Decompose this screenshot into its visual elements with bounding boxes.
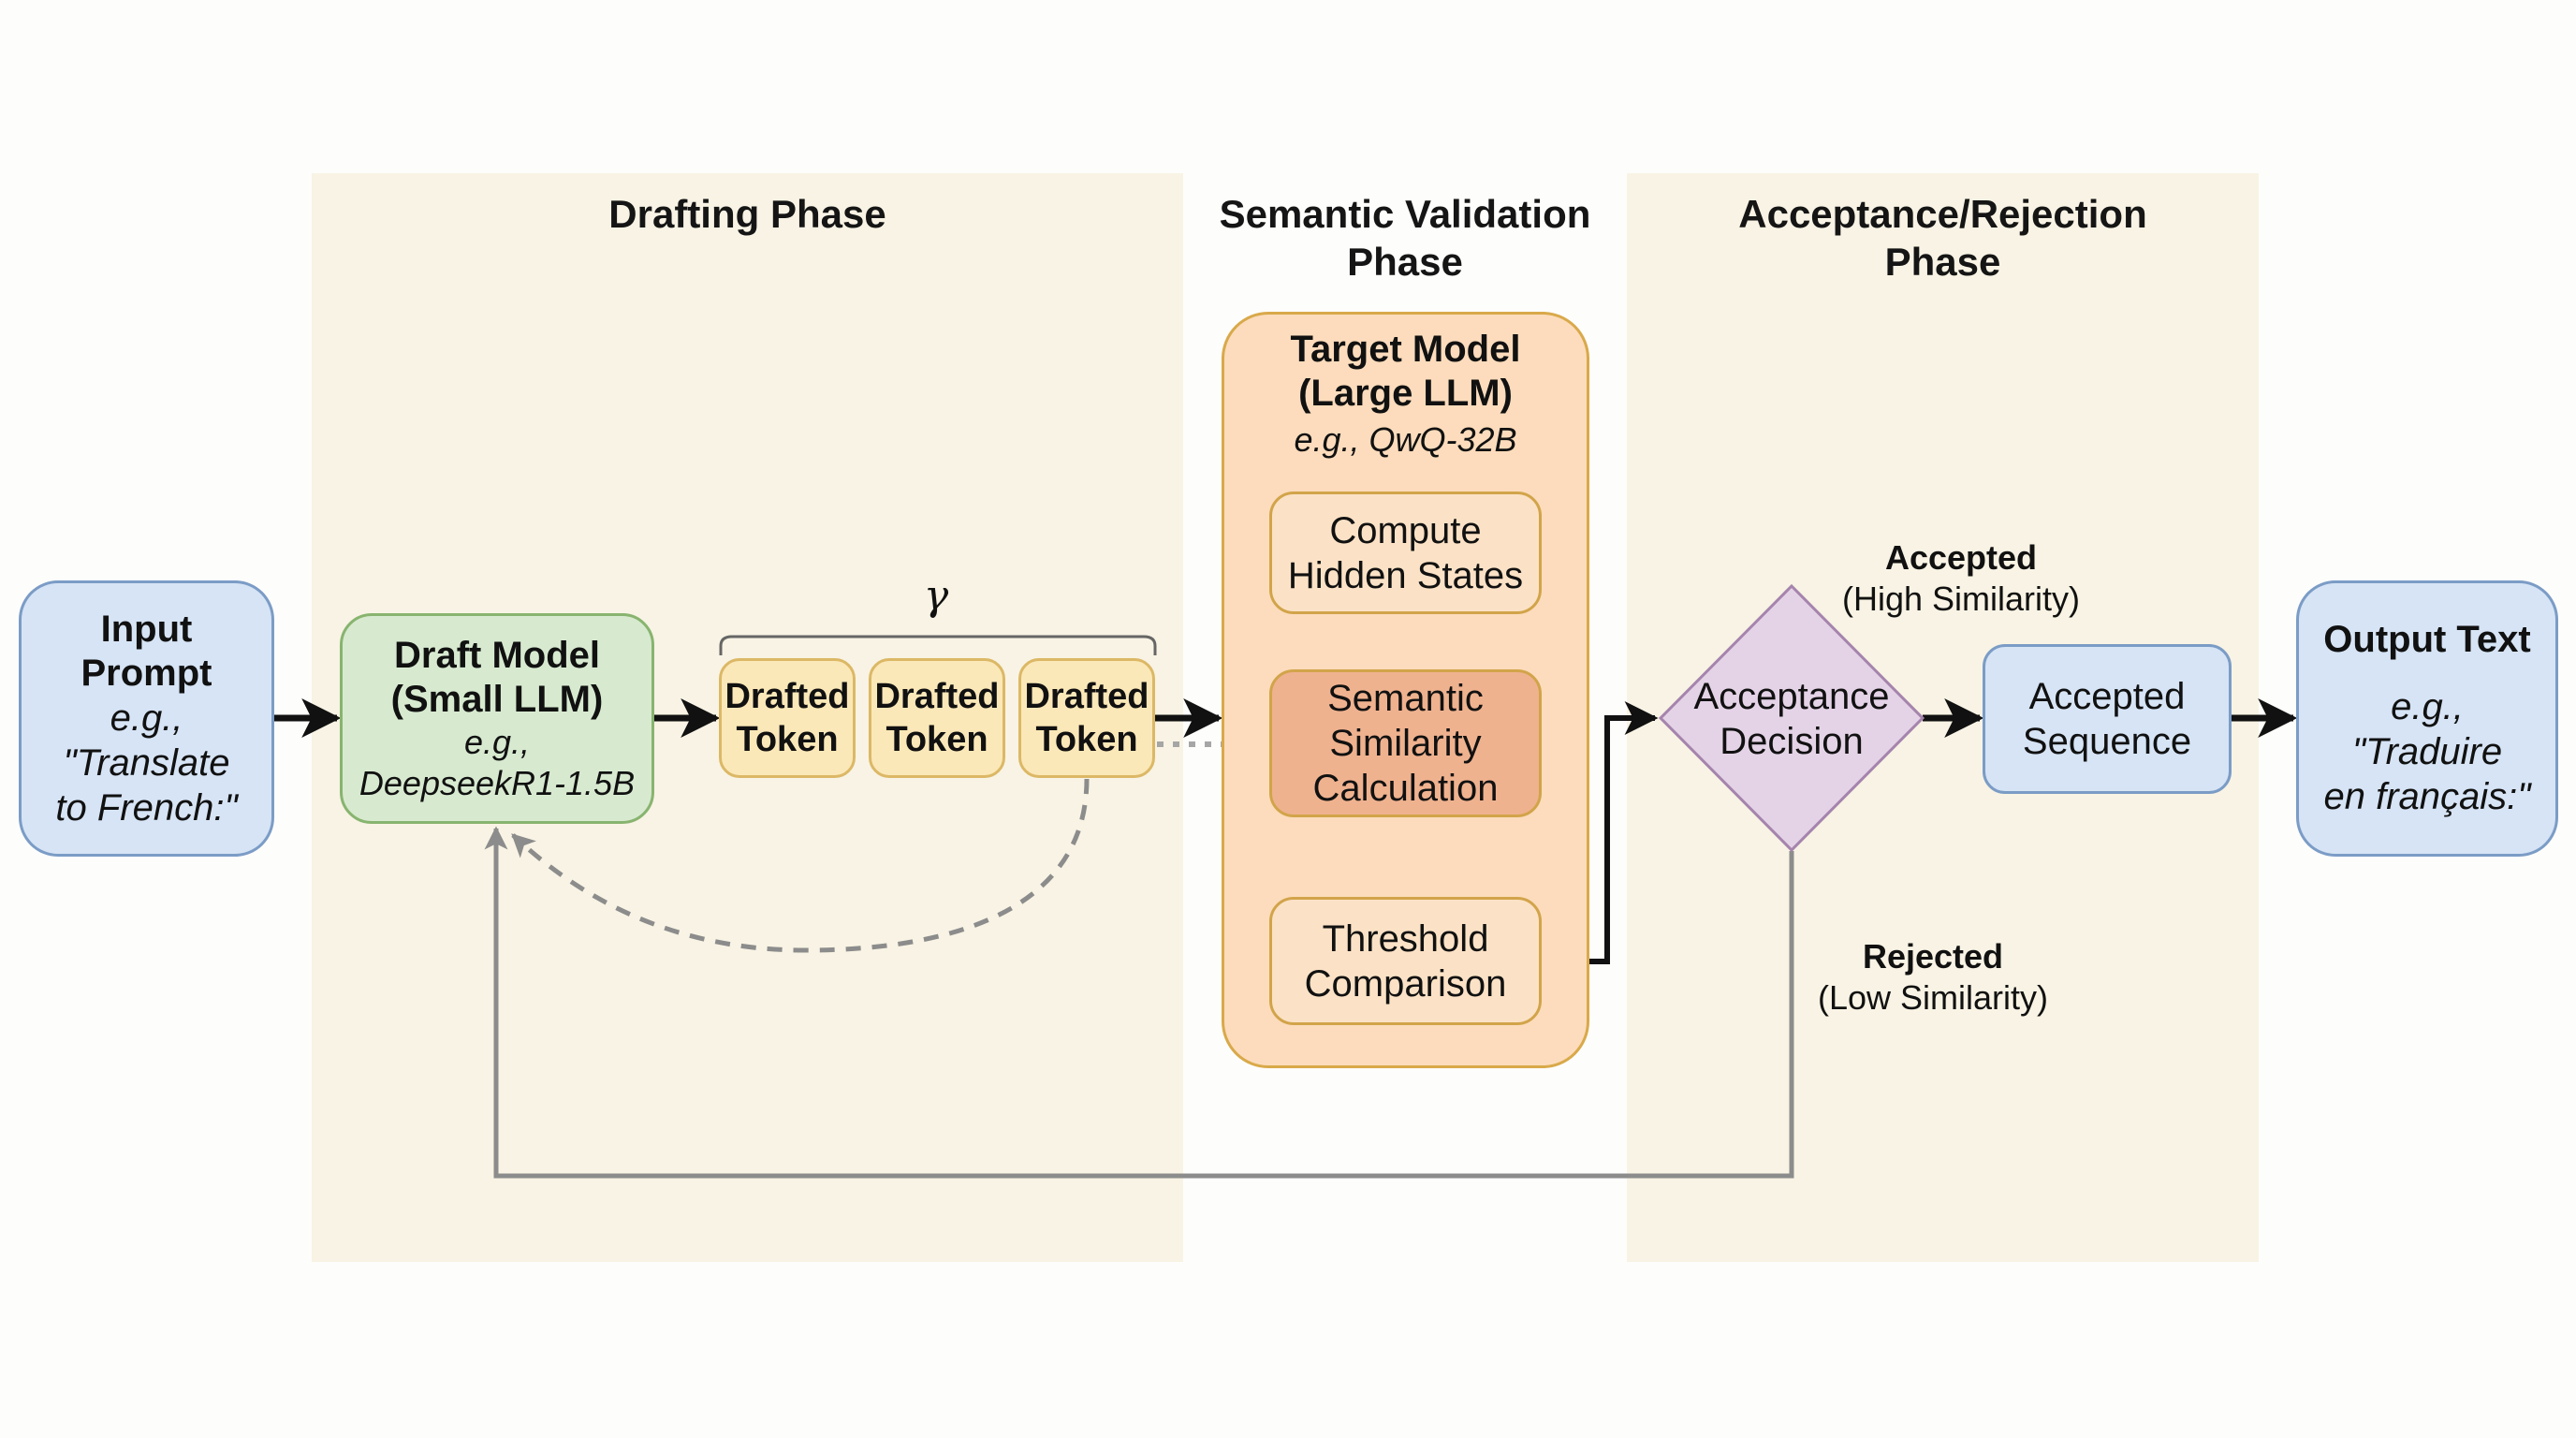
drafted-token-1: Drafted Token [719, 658, 856, 778]
gamma-brace [719, 635, 1157, 655]
draft-example-model: DeepseekR1-1.5B [359, 763, 636, 802]
rejected-branch-label: Rejected (Low Similarity) [1778, 936, 2087, 1019]
rejected-label-title: Rejected [1862, 937, 2004, 976]
acceptance-title-line2: Phase [1884, 240, 2001, 284]
token-1-line2: Token [736, 720, 839, 759]
threshold-line2: Comparison [1304, 962, 1507, 1005]
target-title-line2: (Large LLM) [1298, 373, 1513, 414]
decision-label: Acceptance Decision [1661, 674, 1923, 764]
acceptance-title-line1: Acceptance/Rejection [1738, 192, 2147, 236]
input-example-prefix: e.g., [110, 697, 183, 739]
input-title-line2: Prompt [80, 652, 212, 694]
token-2-line1: Drafted [874, 677, 1000, 716]
rejection-feedback-loop [484, 826, 1794, 1179]
accepted-sequence-box: Accepted Sequence [1983, 644, 2232, 794]
output-title: Output Text [2323, 619, 2531, 660]
acceptance-decision-diamond [1658, 583, 1925, 853]
similarity-line3: Calculation [1312, 768, 1499, 809]
compute-line2: Hidden States [1287, 554, 1524, 596]
draft-example-prefix: e.g., [463, 722, 531, 761]
compute-hidden-states-box: Compute Hidden States [1269, 492, 1542, 614]
output-example-prefix: e.g., [2391, 686, 2464, 727]
target-title-line1: Target Model [1290, 329, 1521, 370]
acceptance-phase-title: Acceptance/Rejection Phase [1627, 190, 2259, 286]
draft-model-box: Draft Model (Small LLM) e.g., DeepseekR1… [340, 613, 654, 824]
dashed-feedback-curve [511, 778, 1090, 953]
accepted-branch-label: Accepted (High Similarity) [1807, 537, 2115, 620]
token-1-line1: Drafted [724, 677, 850, 716]
accepted-seq-line2: Sequence [2022, 721, 2192, 762]
target-model-header: Target Model (Large LLM) e.g., QwQ-32B [1222, 328, 1589, 461]
output-text-box: Output Text e.g., "Traduire en français:… [2296, 580, 2558, 857]
input-prompt-box: Input Prompt e.g., "Translate to French:… [19, 580, 274, 857]
drafting-phase-title: Drafting Phase [312, 190, 1183, 238]
drafting-phase-title-text: Drafting Phase [608, 192, 886, 236]
accepted-label-title: Accepted [1884, 538, 2038, 577]
semantic-similarity-box: Semantic Similarity Calculation [1269, 669, 1542, 817]
input-example-line1: "Translate [63, 741, 230, 784]
token-3-line2: Token [1035, 720, 1138, 759]
threshold-comparison-box: Threshold Comparison [1269, 897, 1542, 1025]
token-3-line1: Drafted [1024, 677, 1149, 716]
threshold-line1: Threshold [1322, 917, 1489, 960]
gamma-symbol: γ [923, 572, 949, 620]
decision-line2: Decision [1720, 721, 1864, 762]
input-example-line2: to French:" [55, 786, 238, 829]
drafted-token-2: Drafted Token [869, 658, 1005, 778]
output-example-line2: en français:" [2323, 776, 2531, 817]
input-title-line1: Input [100, 608, 193, 650]
decision-line1: Acceptance [1693, 676, 1890, 717]
validation-title-line1: Semantic Validation [1219, 192, 1591, 236]
output-example-line1: "Traduire [2351, 731, 2503, 772]
target-example: e.g., QwQ-32B [1294, 420, 1517, 459]
accepted-seq-line1: Accepted [2028, 676, 2186, 717]
rejected-label-subtitle: (Low Similarity) [1817, 978, 2049, 1017]
similarity-line2: Similarity [1329, 723, 1482, 764]
draft-title-line2: (Small LLM) [390, 678, 604, 720]
accepted-label-subtitle: (High Similarity) [1841, 580, 2081, 618]
token-2-line2: Token [886, 720, 988, 759]
drafted-token-3: Drafted Token [1018, 658, 1155, 778]
validation-title-line2: Phase [1347, 240, 1463, 284]
compute-line1: Compute [1329, 509, 1482, 551]
validation-phase-title: Semantic Validation Phase [1183, 190, 1627, 286]
similarity-line1: Semantic [1327, 678, 1484, 719]
draft-title-line1: Draft Model [394, 634, 600, 676]
